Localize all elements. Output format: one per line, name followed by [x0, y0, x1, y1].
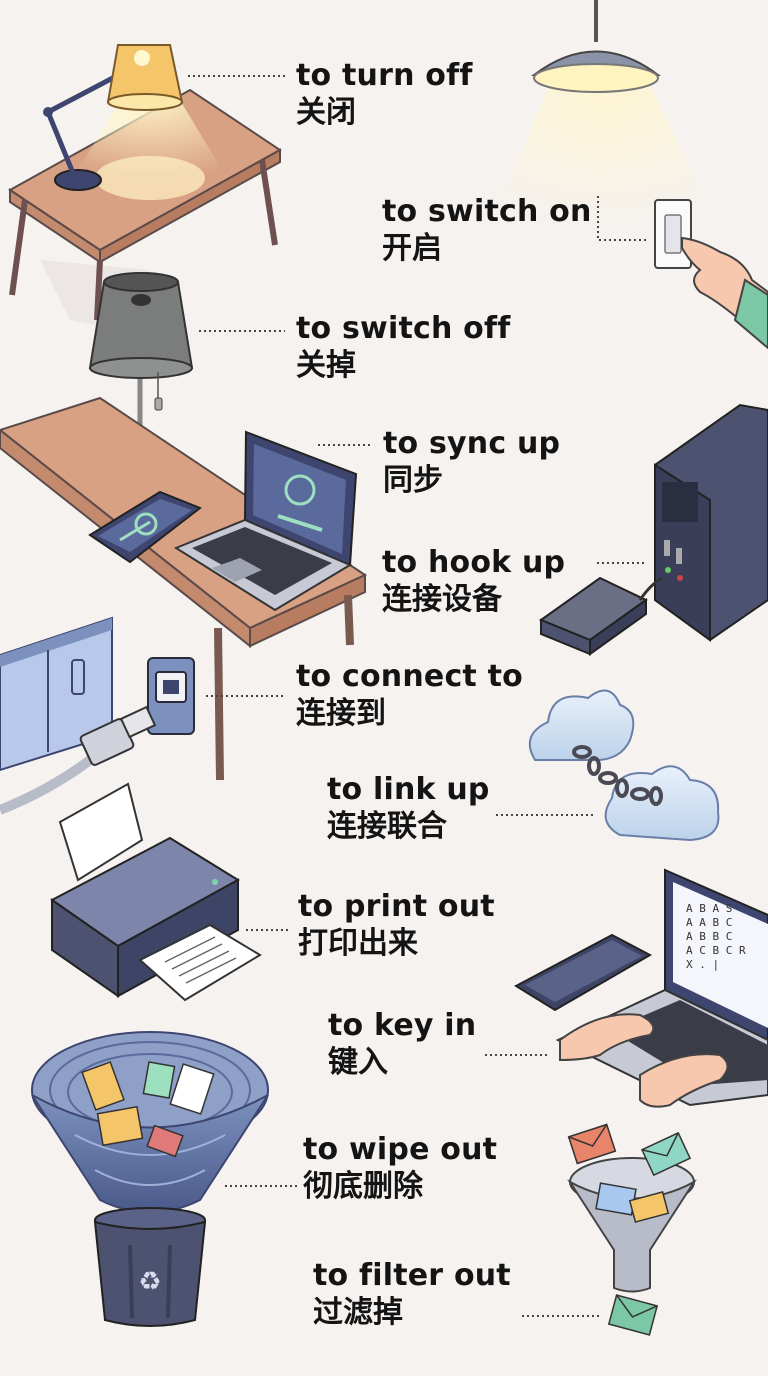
desk-lamp-icon — [8, 44, 282, 330]
phrase-hook-up: to hook up 连接设备 — [382, 545, 565, 618]
ethernet-port-icon — [147, 657, 195, 735]
phrase-sync-up: to sync up 同步 — [383, 426, 560, 499]
typing-hands-icon — [559, 1013, 729, 1108]
phrase-switch-on: to switch on 开启 — [382, 194, 592, 267]
phrase-english: to filter out — [313, 1258, 511, 1293]
phrase-filter-out: to filter out 过滤掉 — [313, 1258, 511, 1331]
screen-text-line: X . | — [686, 958, 719, 971]
phrase-english: to link up — [327, 772, 490, 807]
external-drive-icon — [538, 576, 663, 656]
phrase-chinese: 同步 — [383, 463, 443, 499]
screen-text-line: A A B C — [686, 916, 732, 929]
external-keyboard-icon — [513, 933, 653, 1012]
phrase-english: to wipe out — [303, 1132, 498, 1167]
phrase-print-out: to print out 打印出来 — [298, 889, 495, 962]
envelope-funnel-icon — [567, 1123, 697, 1336]
screen-text-line: A B A S — [686, 902, 732, 915]
recycle-bin-icon: ♻ — [93, 1207, 207, 1327]
phrase-chinese: 连接设备 — [382, 582, 502, 618]
phrase-key-in: to key in 键入 — [328, 1008, 476, 1081]
phrase-wipe-out: to wipe out 彻底删除 — [303, 1132, 497, 1205]
phrase-chinese: 连接联合 — [327, 809, 447, 845]
linked-clouds-icon — [528, 689, 720, 842]
phrase-switch-off: to switch off 关掉 — [296, 311, 511, 384]
envelope-icon — [628, 1191, 670, 1223]
screen-text-line: A B B C — [686, 930, 732, 943]
printer-icon — [50, 782, 262, 1002]
phrase-connect-to: to connect to 连接到 — [296, 659, 523, 732]
envelope-icon — [640, 1131, 692, 1177]
phrase-chinese: 连接到 — [296, 696, 386, 732]
laptop-sync-icon — [173, 430, 358, 612]
phrase-chinese: 关闭 — [296, 95, 356, 131]
filtered-envelope-icon — [607, 1294, 659, 1336]
phrase-english: to key in — [328, 1008, 477, 1043]
phrase-english: to hook up — [382, 545, 566, 580]
phrase-chinese: 彻底删除 — [303, 1169, 423, 1205]
envelope-icon — [567, 1123, 617, 1165]
usb-cable-icon — [0, 705, 157, 815]
screen-text-line: A C B C R — [686, 944, 746, 957]
desktop-tower-icon — [654, 403, 768, 642]
phrase-link-up: to link up 连接联合 — [327, 772, 490, 845]
phrase-english: to switch off — [296, 311, 511, 346]
phrase-turn-off: to turn off 关闭 — [296, 58, 473, 131]
wall-switch-icon — [654, 199, 692, 269]
recycle-icon: ♻ — [138, 1267, 161, 1297]
phrase-english: to print out — [298, 889, 495, 924]
phrase-english: to sync up — [383, 426, 561, 461]
smartphone-icon — [88, 490, 202, 564]
phrase-chinese: 打印出来 — [298, 926, 418, 962]
phrase-english: to switch on — [382, 194, 592, 229]
pointing-hand-icon — [681, 236, 768, 350]
whirlpool-funnel-icon — [31, 1031, 269, 1214]
phrase-english: to connect to — [296, 659, 523, 694]
phrase-chinese: 关掉 — [296, 348, 356, 384]
phrase-chinese: 过滤掉 — [313, 1295, 403, 1331]
envelope-icon — [595, 1182, 637, 1216]
phrase-chinese: 键入 — [328, 1045, 388, 1081]
phrase-english: to turn off — [296, 58, 473, 93]
phrase-chinese: 开启 — [382, 231, 442, 267]
